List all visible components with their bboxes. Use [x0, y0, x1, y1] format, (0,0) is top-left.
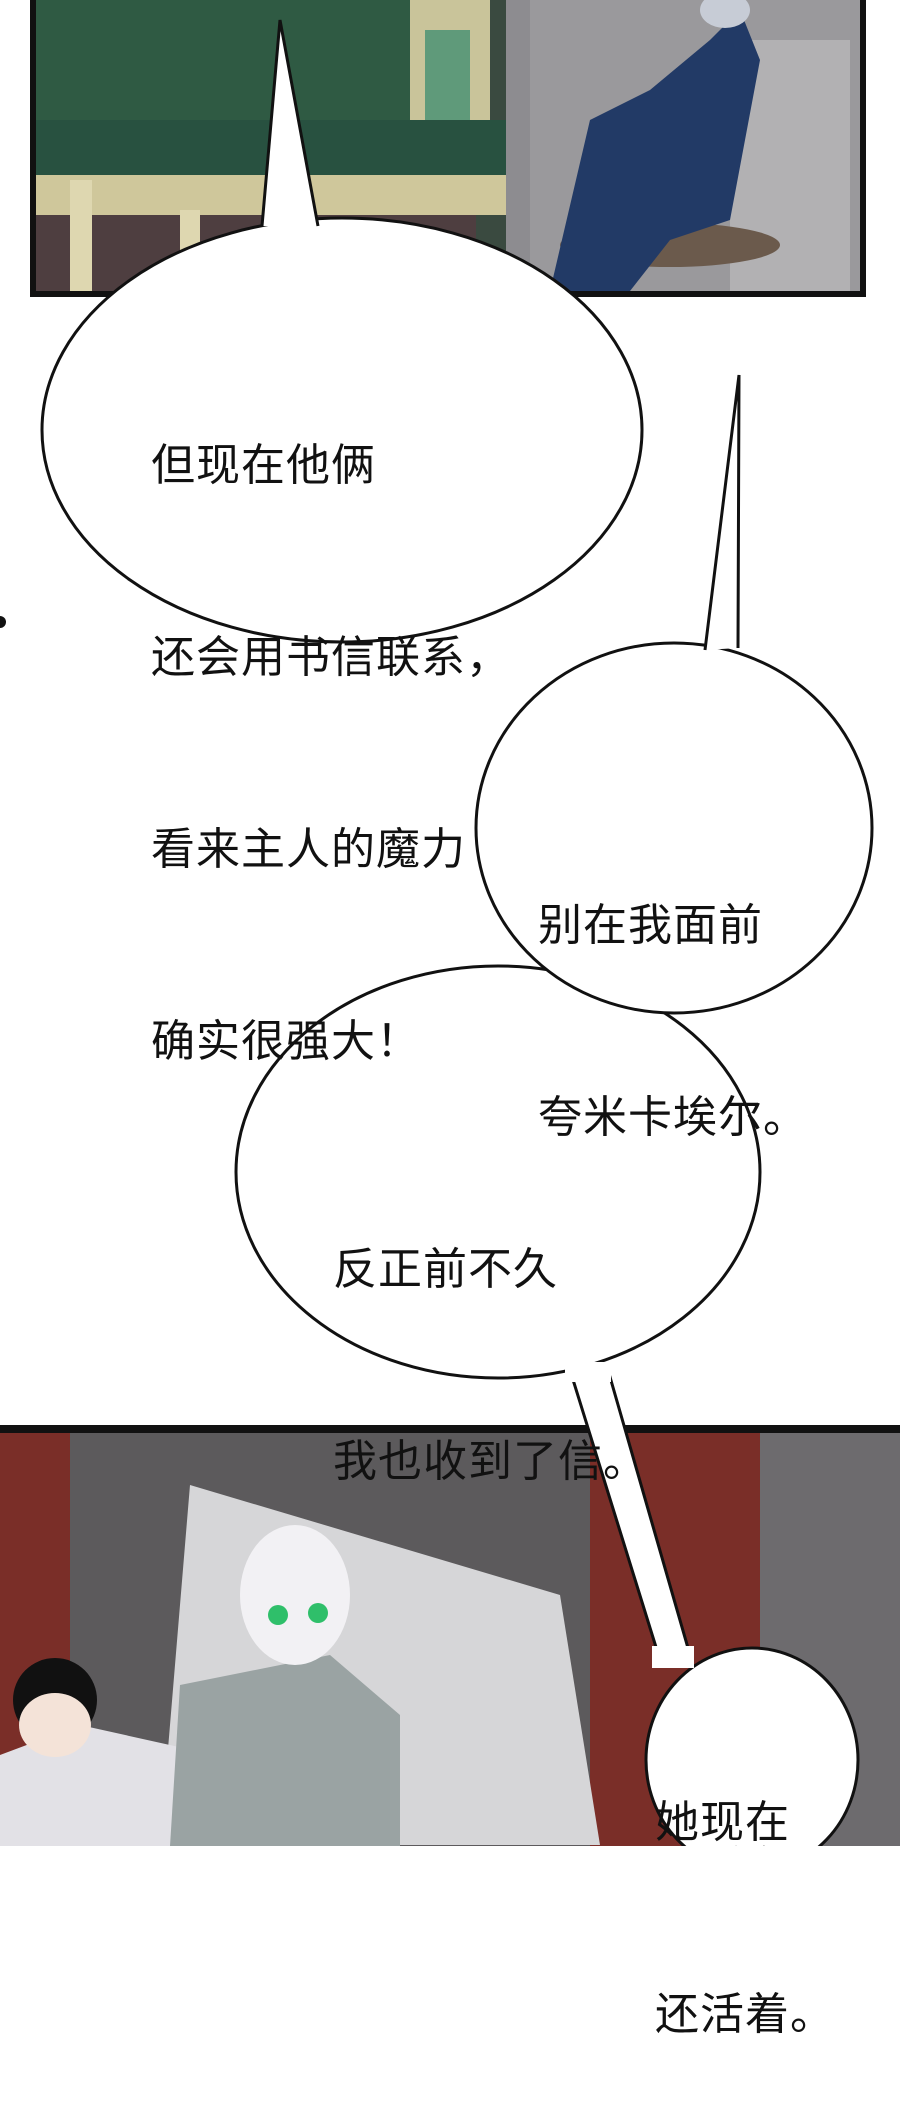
bubble-3-line: 反正前不久 — [333, 1244, 558, 1295]
robed-figure — [550, 10, 760, 291]
bubble-2-line: 别在我面前 — [538, 900, 763, 951]
bubble-1-line: 确实很强大！ — [151, 1016, 421, 1067]
skull — [240, 1525, 350, 1665]
bubble-1-text: 但现在他俩 还会用书信联系， 看来主人的魔力 确实很强大！ — [151, 306, 511, 1138]
bubble-1-line: 但现在他俩 — [151, 440, 376, 491]
bubble-2-line: 夸米卡埃尔。 — [538, 1092, 808, 1143]
bubble-1-tail — [260, 19, 320, 227]
bubble-3-line: 我也收到了信。 — [333, 1436, 648, 1487]
speech-bubbles — [0, 19, 874, 1846]
bubble-4-line: 还活着。 — [655, 1989, 835, 2040]
bubble-2 — [474, 641, 874, 1015]
bubble-3 — [234, 964, 762, 1380]
child-face — [19, 1693, 91, 1757]
skeleton-shirt — [170, 1655, 400, 1846]
bubble-4-text: 她现在 还活着。 — [655, 1663, 835, 2111]
bubble-3-text: 反正前不久 我也收到了信。 — [333, 1110, 648, 1558]
bubble-1 — [40, 216, 644, 644]
bubble-1-line: 还会用书信联系， — [151, 632, 511, 683]
bubble-4-line: 她现在 — [655, 1797, 790, 1848]
bubble-2-text: 别在我面前 夸米卡埃尔。 — [538, 766, 808, 1214]
bubble-1-line: 看来主人的魔力 — [151, 824, 466, 875]
bubble-4 — [644, 1646, 860, 1846]
bubble-2-tail — [703, 374, 741, 651]
